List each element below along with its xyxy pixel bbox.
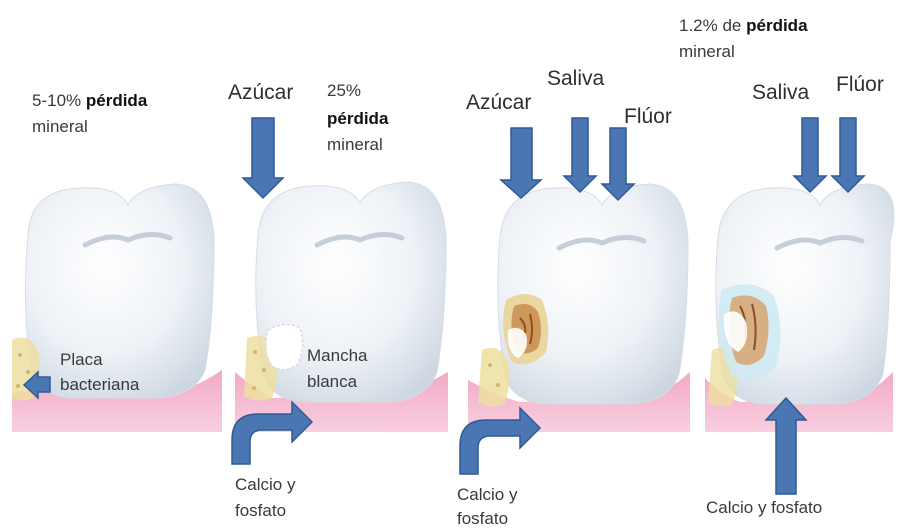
stage3-sugar-label: Azúcar — [466, 90, 531, 116]
stage4-loss-word: pérdida — [746, 16, 807, 35]
stage4-saliva-label: Saliva — [752, 80, 809, 106]
fluor-arrow-3 — [602, 128, 634, 200]
stage3-saliva-label: Saliva — [547, 66, 604, 92]
remineralized-lesion-4 — [719, 284, 781, 380]
stage4-loss-label: 1.2% de pérdida — [679, 15, 808, 36]
plaque-label-line2: bacteriana — [60, 374, 139, 395]
tooth-3 — [498, 184, 688, 404]
white-spot-label-line1: Mancha — [307, 345, 367, 366]
stage1-loss-word: pérdida — [86, 91, 147, 110]
stage2-sugar-label: Azúcar — [228, 80, 293, 106]
stage1-mineral-label: mineral — [32, 116, 88, 137]
caries-lesion-3 — [503, 294, 548, 364]
calcium-up-arrow-4 — [766, 398, 806, 494]
sugar-arrow-2 — [243, 118, 283, 198]
stage4-fluor-label: Flúor — [836, 72, 884, 98]
stage4-mineral-label: mineral — [679, 41, 735, 62]
stage1-loss-pct: 5-10% — [32, 91, 81, 110]
stage2-mineral-label: mineral — [327, 134, 383, 155]
stage4-calcium-label: Calcio y fosfato — [706, 497, 822, 518]
stage4-loss-pct: 1.2% de — [679, 16, 741, 35]
stage2-calcium-line2: fosfato — [235, 500, 286, 521]
stage2-calcium-line1: Calcio y — [235, 474, 295, 495]
white-spot-lesion — [266, 324, 303, 369]
stage2-loss-word: pérdida — [327, 108, 388, 129]
plaque-label-line1: Placa — [60, 349, 103, 370]
stage2-loss-pct: 25% — [327, 80, 361, 101]
stage3-calcium-line2: fosfato — [457, 508, 508, 529]
stage2-loss-word-text: pérdida — [327, 109, 388, 128]
plaque-deposit-3 — [478, 348, 509, 407]
stage3-fluor-label: Flúor — [624, 104, 672, 130]
sugar-arrow-3 — [501, 128, 541, 198]
fluor-arrow-4 — [832, 118, 864, 192]
saliva-arrow-3 — [564, 118, 596, 192]
saliva-arrow-4 — [794, 118, 826, 192]
tooth-1 — [25, 184, 214, 398]
white-spot-label-line2: blanca — [307, 371, 357, 392]
stage3-calcium-line1: Calcio y — [457, 484, 517, 505]
stage1-loss-label: 5-10% pérdida — [32, 90, 147, 111]
